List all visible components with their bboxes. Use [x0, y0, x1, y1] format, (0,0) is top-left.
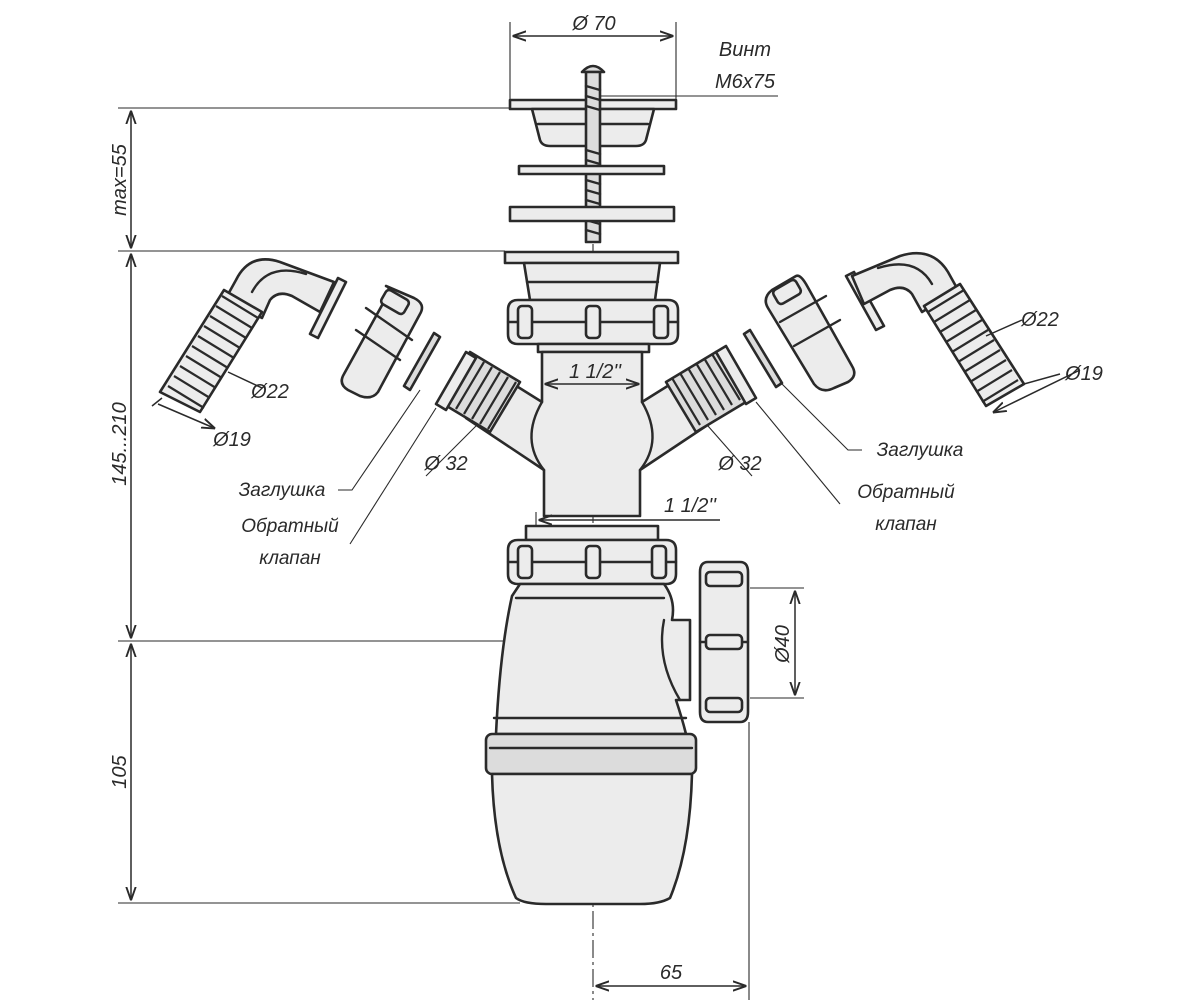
- top-diameter-label: Ø 70: [571, 13, 615, 35]
- check-valve-left-callout-line1: Обратный: [241, 516, 339, 537]
- lower-union-nut: [506, 524, 678, 586]
- side-outlet-nut: [698, 560, 750, 724]
- left-hose-elbow: [158, 258, 348, 414]
- upper-union-nut: [506, 298, 680, 354]
- left-hose-dimensions: [151, 371, 263, 428]
- right-check-valve-disc: [714, 344, 758, 406]
- trap-height-label: 105: [109, 754, 131, 788]
- outlet-offset-label: 65: [660, 962, 683, 984]
- check-valve-right-callout-line2: клапан: [875, 514, 937, 535]
- outlet-offset-dimension: [597, 722, 750, 1000]
- outlet-flange: [503, 250, 680, 302]
- pipe-thread-lower-label: 1 1/2'': [664, 495, 717, 517]
- side-outlet-right-label: Ø 32: [717, 453, 761, 475]
- plug-left-callout: Заглушка: [239, 480, 326, 501]
- hose-inner-left-label: Ø19: [212, 429, 251, 451]
- right-hose-elbow: [844, 251, 1026, 408]
- outlet-diameter-dimension: [750, 587, 804, 699]
- side-outlet-left-leader: [425, 425, 477, 477]
- check-valve-right-callout-line1: Обратный: [857, 482, 955, 503]
- left-callout-leaders: [338, 389, 437, 545]
- hose-outer-left-label: Ø22: [250, 381, 289, 403]
- bottle-trap: [484, 582, 698, 906]
- hose-outer-right-label: Ø22: [1020, 309, 1059, 331]
- mounting-screw: [580, 64, 606, 244]
- right-threaded-outlet: [664, 350, 748, 434]
- right-plug-disc: [742, 328, 784, 389]
- plug-right-callout: Заглушка: [877, 440, 964, 461]
- hose-inner-right-label: Ø19: [1064, 363, 1103, 385]
- max-thickness-label: max=55: [109, 143, 131, 216]
- screw-label: Винт: [719, 39, 771, 61]
- left-union-nut: [340, 284, 424, 399]
- right-hose-dimensions: [985, 319, 1081, 412]
- left-check-valve-disc: [434, 350, 478, 412]
- right-union-nut: [764, 274, 856, 392]
- left-plug-disc: [402, 331, 442, 392]
- gasket-washers: [508, 164, 676, 223]
- check-valve-left-callout-line2: клапан: [259, 548, 321, 569]
- screw-size-label: M6x75: [715, 71, 776, 93]
- side-outlet-left-label: Ø 32: [423, 453, 467, 475]
- side-outlet-right-leader: [707, 425, 753, 477]
- right-callout-leaders: [755, 381, 862, 505]
- height-range-label: 145...210: [109, 402, 131, 485]
- top-diameter-dimension: [509, 22, 677, 108]
- left-dimension-lines: [118, 107, 680, 904]
- pipe-thread-upper-label: 1 1/2'': [569, 361, 622, 383]
- outlet-diameter-label: Ø40: [772, 625, 794, 664]
